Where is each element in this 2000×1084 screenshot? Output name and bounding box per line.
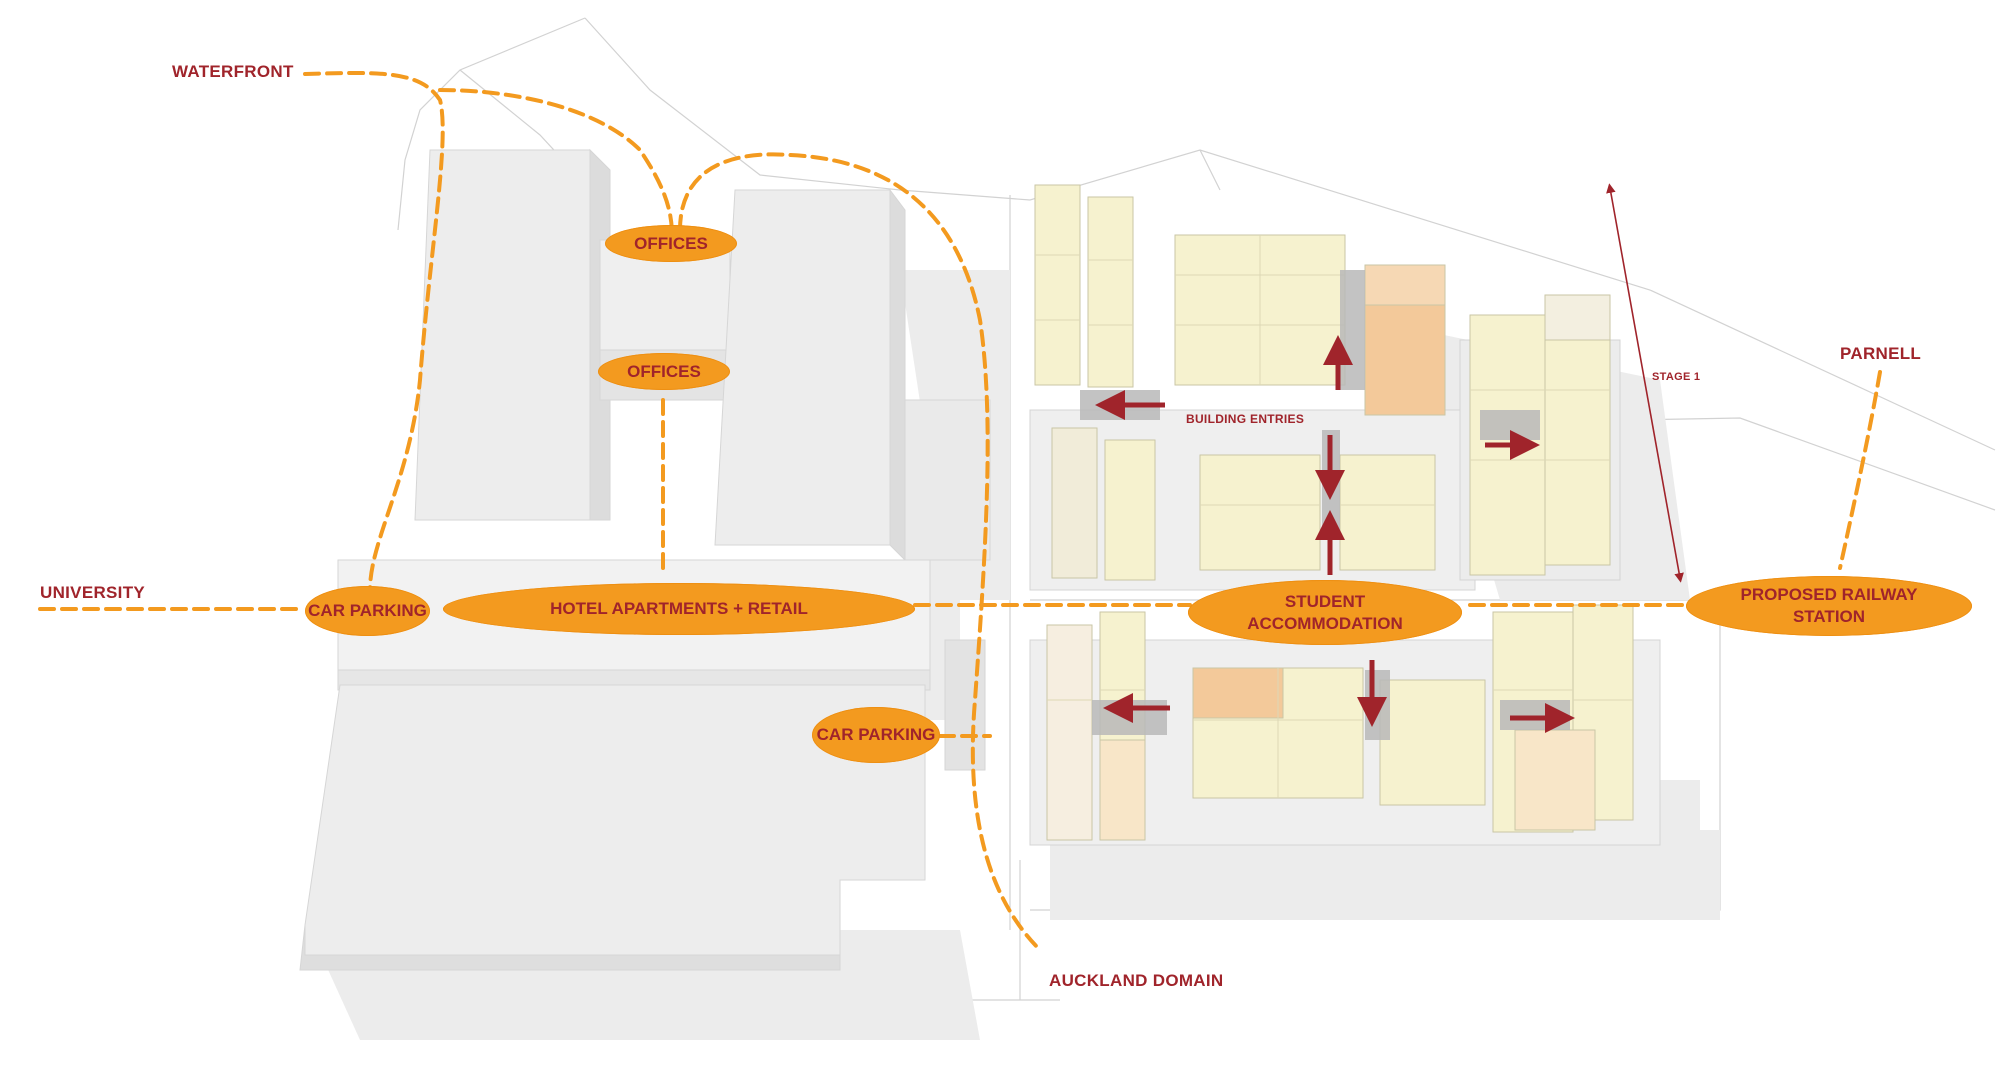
car-parking-south-zone: CAR PARKING <box>812 707 940 763</box>
railway-station-label-2: STATION <box>1792 607 1866 626</box>
podium-buildings <box>299 148 991 971</box>
hotel-apartments-retail-label: HOTEL APARTMENTS + RETAIL <box>550 599 808 618</box>
parnell-label: PARNELL <box>1840 344 1922 363</box>
offices-lower-label: OFFICES <box>627 361 701 381</box>
offices-upper-zone: OFFICES <box>605 225 737 262</box>
auckland-domain-label: AUCKLAND DOMAIN <box>1049 971 1224 990</box>
floor-lines <box>1035 235 1633 798</box>
waterfront-label: WATERFRONT <box>172 62 294 81</box>
stage-1-extent-arrow <box>1606 183 1684 583</box>
car-parking-west-zone: CAR PARKING <box>305 586 430 636</box>
route-waterfront <box>303 71 445 592</box>
route-waterfront-offices <box>438 88 674 237</box>
stage-1-label: STAGE 1 <box>1652 371 1701 383</box>
access-routes <box>38 71 1882 952</box>
car-parking-west-label: CAR PARKING <box>308 601 427 620</box>
offices-lower-zone: OFFICES <box>598 353 730 390</box>
car-parking-south-label: CAR PARKING <box>816 725 936 744</box>
building-entries-label: BUILDING ENTRIES <box>1186 412 1305 426</box>
route-parnell <box>1838 370 1882 570</box>
student-accommodation-label-1: STUDENT <box>1284 591 1366 611</box>
hotel-apartments-retail-zone: HOTEL APARTMENTS + RETAIL <box>443 583 915 635</box>
proposed-railway-station-zone: PROPOSED RAILWAY STATION <box>1686 576 1972 636</box>
student-accommodation-zone: STUDENT ACCOMMODATION <box>1188 580 1462 645</box>
route-offices-loop <box>678 152 1042 952</box>
university-label: UNIVERSITY <box>40 583 146 602</box>
railway-station-label-1: PROPOSED RAILWAY <box>1740 585 1918 604</box>
entry-arrows <box>1095 335 1575 733</box>
offices-upper-label: OFFICES <box>634 233 708 253</box>
student-accommodation-label-2: ACCOMMODATION <box>1247 613 1403 633</box>
